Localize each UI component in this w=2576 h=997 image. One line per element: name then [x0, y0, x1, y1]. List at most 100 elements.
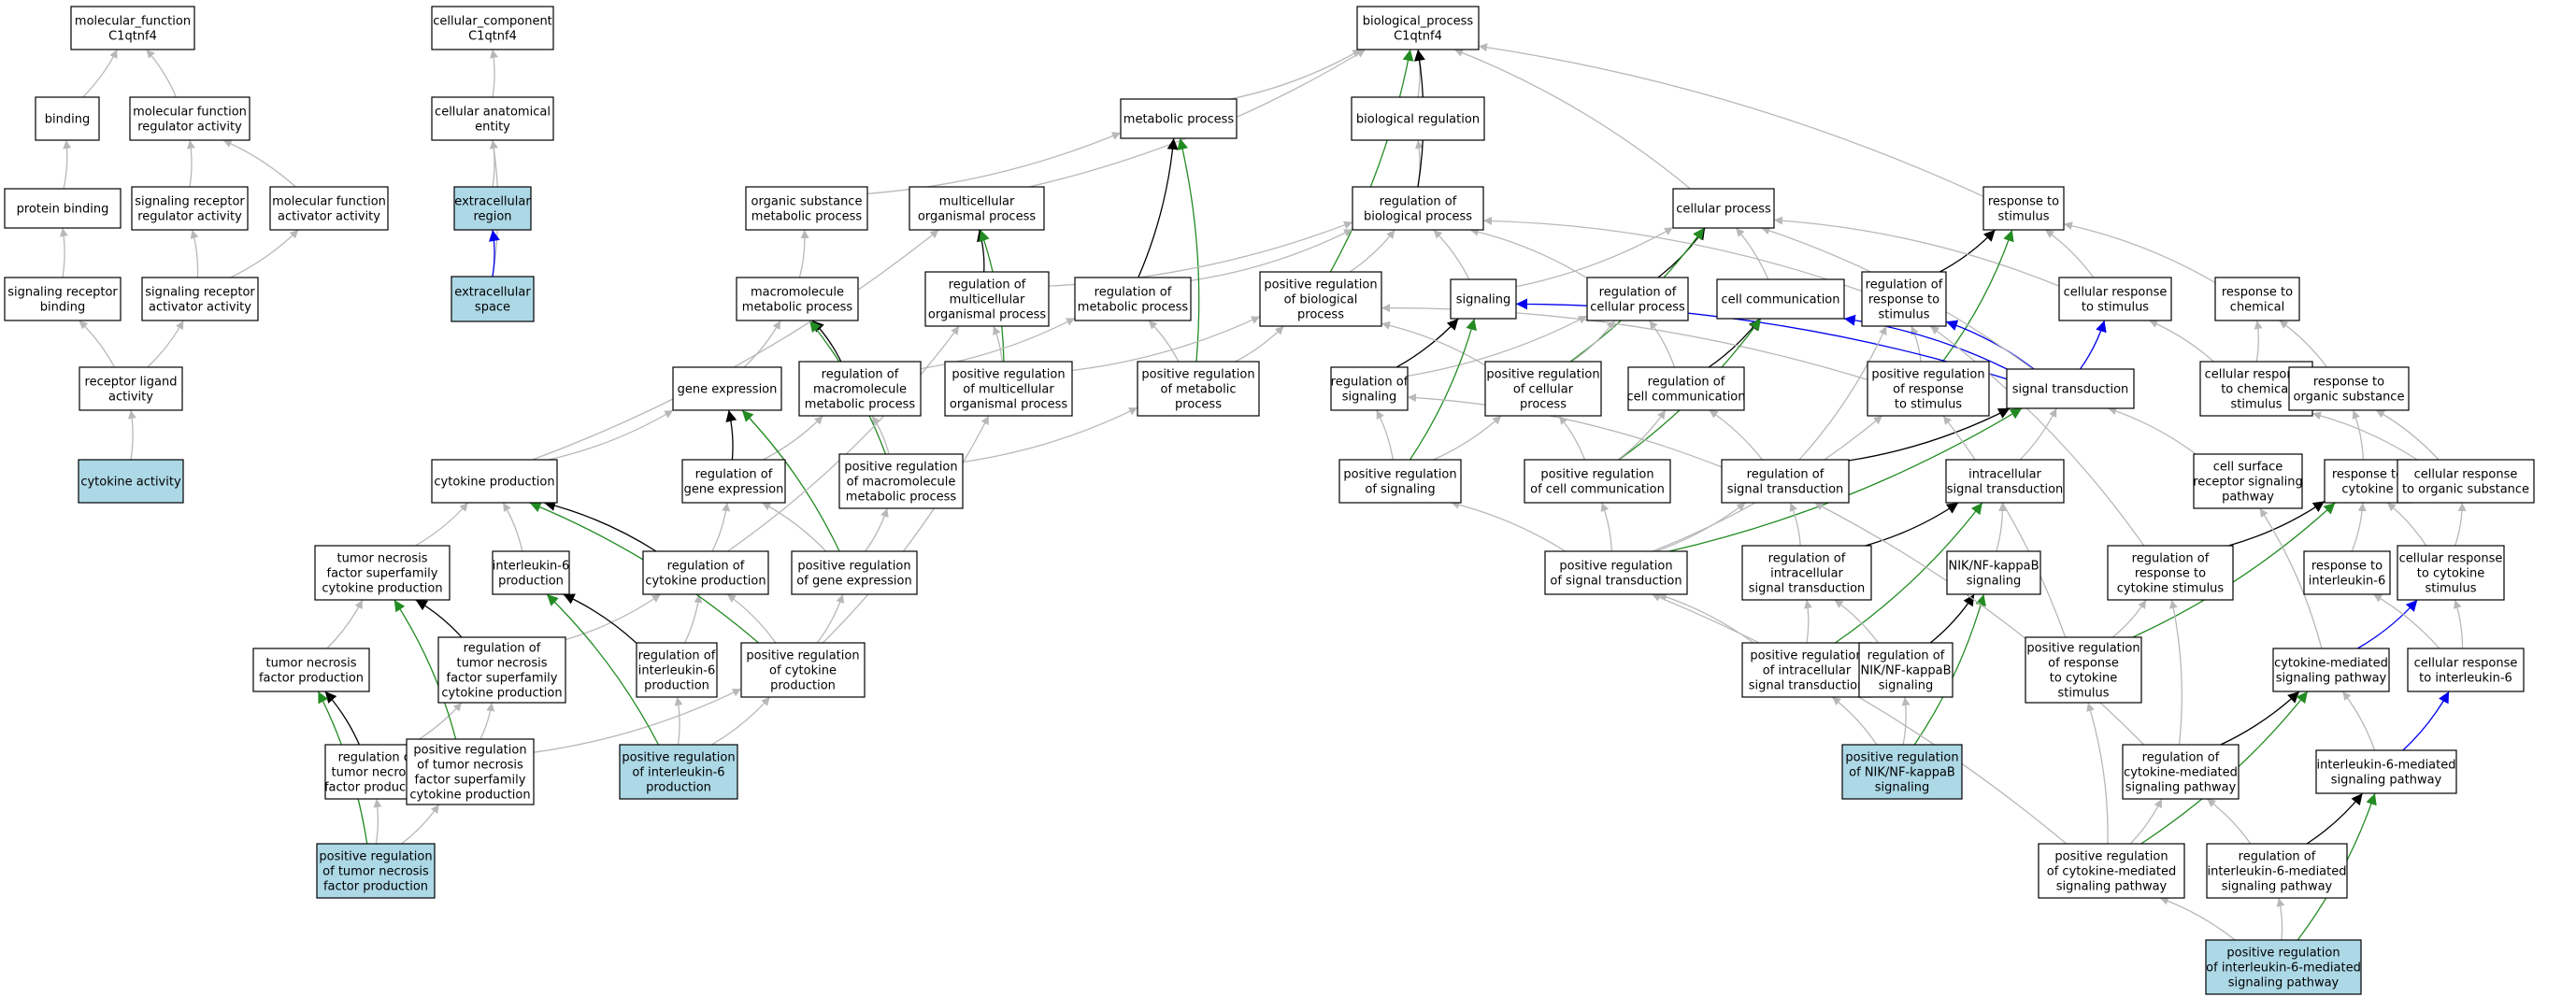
node-label-line: cellular response	[2064, 286, 2168, 300]
node-signaling[interactable]: signaling	[1450, 278, 1517, 320]
node-label-line: process	[1520, 398, 1567, 412]
node-label: gene expression	[678, 383, 778, 397]
node-metab[interactable]: metabolic process	[1120, 98, 1238, 139]
node-label-line: metabolic process	[1123, 113, 1235, 127]
edge-is-a-crcytstim-crorg	[2454, 502, 2467, 547]
node-box	[269, 186, 389, 231]
node-label-line: activity	[108, 391, 153, 405]
node-label-line: stimulus	[2230, 398, 2282, 412]
node-cellcomm[interactable]: cell communication	[1716, 278, 1845, 320]
node-binding[interactable]: binding	[35, 96, 100, 141]
node-label-line: multicellular	[950, 293, 1025, 307]
node-cytprod[interactable]: cytokine production	[431, 459, 558, 504]
node-sigtrans[interactable]: signal transduction	[2006, 368, 2135, 409]
node-box	[1524, 459, 1671, 504]
node-label-line: cell communication	[1626, 391, 1745, 405]
node-geneexp[interactable]: gene expression	[672, 366, 782, 411]
node-label-line: entity	[475, 121, 510, 135]
node-cellproc[interactable]: cellular process	[1672, 188, 1775, 229]
node-label-line: cellular anatomical	[435, 106, 551, 120]
edge-layer	[59, 43, 2467, 941]
node-label: cell communication	[1721, 293, 1839, 307]
node-bioreg[interactable]: biological regulation	[1351, 96, 1485, 141]
node-protbind[interactable]: protein binding	[4, 188, 122, 229]
edge-is-a-posregcmsp-regcmsp	[2129, 798, 2163, 845]
node-label-line: positive regulation	[1141, 368, 1254, 382]
node-box	[1841, 744, 1963, 800]
node-cytact[interactable]: cytokine activity	[78, 459, 184, 504]
